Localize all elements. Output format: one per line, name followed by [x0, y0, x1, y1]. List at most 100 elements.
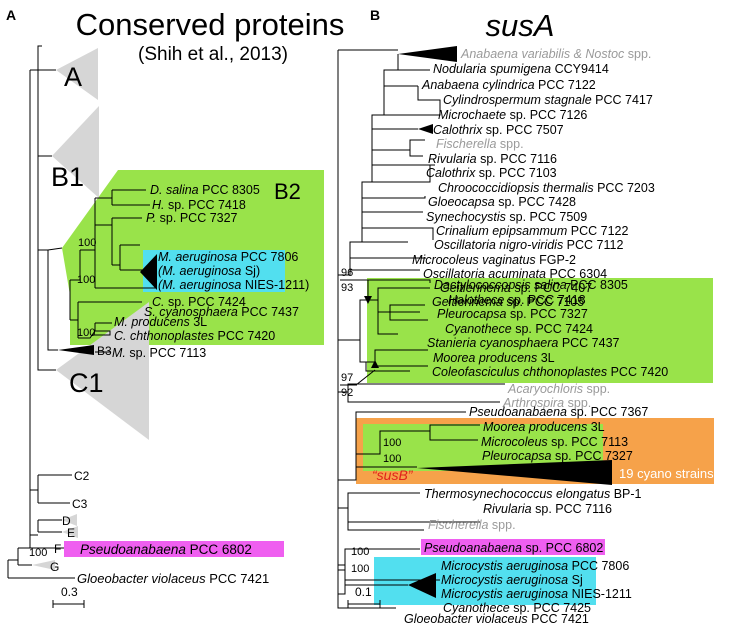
clade-c2-label: C2	[74, 469, 90, 483]
panel-b-taxa-end: Cyanothece sp. PCC 7425 Gloeobacter viol…	[404, 601, 591, 624]
cyano-strains-collapsed	[417, 460, 612, 485]
taxon-p-sp: P. sp. PCC 7327	[146, 211, 238, 225]
panel-b-taxa-top: Anabaena variabilis & Nostoc spp. Nodula…	[412, 47, 655, 309]
taxon-pseudoanabaena-6802: Pseudoanabaena PCC 6802	[80, 542, 252, 557]
panel-b-taxa-cyan: Microcystis aeruginosa PCC 7806 Microcys…	[441, 559, 632, 601]
taxon-nodularia: Nodularia spumigena CCY9414	[433, 62, 609, 76]
bootstrap-susb-1: 100	[383, 437, 401, 449]
taxon-calothrix-7103: Calothrix sp. PCC 7103	[426, 166, 557, 180]
taxon-moorea-green: Moorea producens 3L	[433, 351, 555, 365]
susb-label: “susB”	[372, 467, 414, 483]
taxon-rivularia-top: Rivularia sp. PCC 7116	[428, 152, 557, 166]
microcystis-collapsed-triangle	[140, 254, 157, 290]
clade-b2-label: B2	[274, 179, 301, 204]
clade-c1-triangle	[56, 302, 149, 440]
support-96: 96	[341, 267, 353, 279]
clade-f-label: F	[54, 542, 61, 556]
panel-b-branches	[337, 49, 505, 609]
taxon-gloeocapsa: Gloeocapsa sp. PCC 7428	[428, 195, 576, 209]
clade-c1-label: C1	[69, 368, 104, 398]
bootstrap-a-1: 100	[78, 237, 96, 249]
taxon-anabaena-cylindrica: Anabaena cylindrica PCC 7122	[421, 78, 596, 92]
taxon-pseudoanabaena-6802-b: Pseudoanabaena sp. PCC 6802	[424, 541, 603, 555]
bootstrap-susb-2: 100	[383, 453, 401, 465]
taxon-geitlerinema-7407: Geitlerinema sp. PCC 7407	[440, 281, 592, 295]
scale-bar-b	[347, 600, 381, 608]
anabaena-collapsed	[398, 46, 457, 62]
taxon-acaryochloris: Acaryochloris spp.	[507, 382, 610, 396]
taxon-gloeobacter-b: Gloeobacter violaceus PCC 7421	[404, 612, 589, 624]
taxon-m-sp-7113: M. sp. PCC 7113	[112, 346, 206, 360]
panel-a-title: Conserved proteins	[76, 7, 345, 42]
clade-g-triangle	[32, 560, 55, 570]
taxon-stanieria: Stanieria cyanosphaera PCC 7437	[427, 336, 620, 350]
clade-c3-label: C3	[72, 497, 88, 511]
bootstrap-a-4: 100	[29, 547, 47, 559]
support-96-arrowhead	[364, 296, 372, 304]
support-96-pointer	[356, 279, 369, 298]
taxon-halothece: Halothece sp. PCC 7418	[448, 293, 586, 307]
taxon-pseudoanabaena-7367: Pseudoanabaena sp. PCC 7367	[469, 405, 648, 419]
taxon-microcystis-nies: Microcystis aeruginosa NIES-1211	[441, 587, 632, 601]
panel-b: B susA	[337, 7, 714, 624]
pseudoanabaena-pink-b	[421, 539, 605, 555]
taxon-fischerella-top: Fischerella spp.	[436, 137, 524, 151]
taxon-geitlerinema-7105: Geitlerinema sp. PCC 7105	[432, 295, 584, 309]
taxon-microchaete: Microchaete sp. PCC 7126	[438, 108, 587, 122]
support-93: 93	[341, 282, 353, 294]
taxon-m-aeruginosa-sj: (M. aeruginosa Sj)	[158, 264, 260, 278]
microcystis-cyan-b	[374, 557, 596, 605]
taxon-dactylococcopsis: Dactylococcopsis salina PCC 8305	[434, 278, 628, 292]
clade-d-label: D	[62, 514, 71, 528]
clade-d-triangle	[62, 514, 77, 526]
taxon-cyanothece-7424: Cyanothece sp. PCC 7424	[445, 322, 593, 336]
taxon-pleurocapsa-susb: Pleurocapsa sp. PCC 7327	[482, 449, 633, 463]
clade-a-triangle	[56, 48, 98, 100]
cyano-strains-label: 19 cyano strains	[619, 466, 714, 481]
taxon-cylindrospermum: Cylindrospermum stagnale PCC 7417	[443, 93, 653, 107]
taxon-microcoleus-vag: Microcoleus vaginatus FGP-2	[412, 253, 576, 267]
panel-b-letter: B	[370, 7, 380, 23]
taxon-m-aeruginosa-nies: (M. aeruginosa NIES-1211)	[158, 278, 309, 292]
support-97-arrowhead	[371, 360, 379, 368]
taxon-d-salina: D. salina PCC 8305	[150, 183, 260, 197]
panel-a-letter: A	[6, 7, 16, 23]
panel-b-taxa-green: Dactylococcopsis salina PCC 8305 Halothe…	[427, 278, 668, 379]
panel-a-subtitle: (Shih et al., 2013)	[138, 44, 288, 65]
fischerella-collapsed	[418, 124, 433, 134]
panel-a: A Conserved proteins (Shih et al., 2013)	[6, 7, 344, 608]
taxon-microcoleus-susb: Microcoleus sp. PCC 7113	[481, 435, 628, 449]
taxon-gloeobacter-a: Gloeobacter violaceus PCC 7421	[77, 571, 269, 586]
panel-b-taxa-mid: Acaryochloris spp. Arthrospira spp. Pseu…	[469, 382, 648, 419]
taxon-m-aeruginosa-7806: M. aeruginosa PCC 7806	[158, 250, 298, 264]
pseudoanabaena-highlight	[64, 541, 284, 557]
taxon-chroococcidiopsis: Chroococcidiopsis thermalis PCC 7203	[438, 181, 655, 195]
clade-b3-triangle	[58, 345, 94, 355]
taxon-microcystis-7806: Microcystis aeruginosa PCC 7806	[441, 559, 629, 573]
clade-a-label: A	[64, 62, 82, 92]
taxon-rivularia-bottom: Rivularia sp. PCC 7116	[483, 502, 612, 516]
taxon-s-cyanosphaera: S. cyanosphaera PCC 7437	[144, 305, 299, 319]
microcystis-highlight	[143, 250, 285, 292]
taxon-thermosynechococcus: Thermosynechococcus elongatus BP-1	[424, 487, 642, 501]
taxon-oscillatoria-ac: Oscillatoria acuminata PCC 6304	[423, 267, 607, 281]
taxon-oscillatoria-nv: Oscillatoria nigro-viridis PCC 7112	[434, 238, 623, 252]
taxon-microcystis-sj: Microcystis aeruginosa Sj	[441, 573, 583, 587]
taxon-c-chthonoplastes: C. chthonoplastes PCC 7420	[114, 329, 275, 343]
taxon-anabaena-nostoc: Anabaena variabilis & Nostoc spp.	[460, 47, 651, 61]
clade-g-label: G	[50, 560, 59, 574]
taxon-arthrospira: Arthrospira spp.	[502, 396, 591, 410]
support-97: 97	[341, 372, 353, 384]
taxon-moorea-susb: Moorea producens 3L	[483, 420, 605, 434]
taxon-crinalium: Crinalium epipsammum PCC 7122	[436, 224, 628, 238]
scale-bar-a	[52, 600, 85, 608]
clade-b1-label: B1	[51, 162, 84, 192]
panel-b-taxa-susb: Moorea producens 3L Microcoleus sp. PCC …	[481, 420, 633, 463]
taxon-coleofasciculus: Coleofasciculus chthonoplastes PCC 7420	[432, 365, 668, 379]
clade-b3-label: B3	[97, 344, 112, 358]
bootstrap-micro-2: 100	[351, 563, 369, 575]
clade-e-triangle	[62, 526, 78, 538]
taxon-calothrix-7507: Calothrix sp. PCC 7507	[433, 123, 564, 137]
clade-b1-triangle	[52, 106, 99, 198]
